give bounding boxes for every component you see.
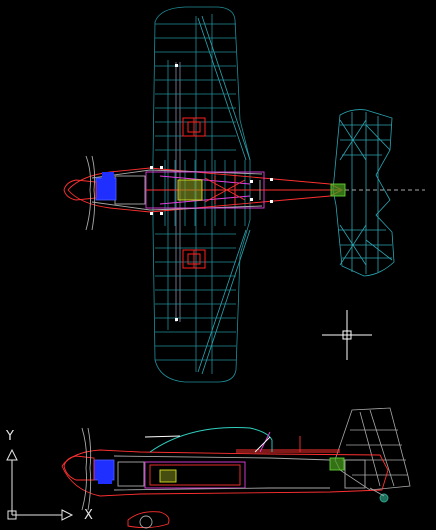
fuselage-top (67, 167, 425, 213)
canopy (144, 427, 273, 453)
aileron-servo-lower (182, 249, 206, 269)
hinge-markers (150, 64, 273, 321)
landing-gear (127, 487, 389, 529)
top-view (63, 6, 425, 383)
propeller-top (85, 155, 96, 231)
ucs-icon (6, 448, 74, 521)
engine-side (63, 455, 115, 484)
ucs-y-label: Y (5, 429, 14, 444)
fuselage-side (61, 436, 389, 497)
horizontal-tail (332, 109, 395, 277)
crosshair-cursor (322, 310, 372, 360)
engine-top (63, 172, 117, 201)
aileron-servo-upper (182, 117, 206, 137)
wing-planform (152, 6, 251, 383)
wing-outline (152, 6, 251, 383)
stabilizer-outline (332, 109, 395, 277)
fin-rudder (334, 407, 411, 491)
propeller-side (81, 427, 92, 511)
side-view (61, 407, 411, 529)
ucs-x-label: X (84, 508, 93, 523)
fuselage-side-outline (61, 449, 389, 497)
